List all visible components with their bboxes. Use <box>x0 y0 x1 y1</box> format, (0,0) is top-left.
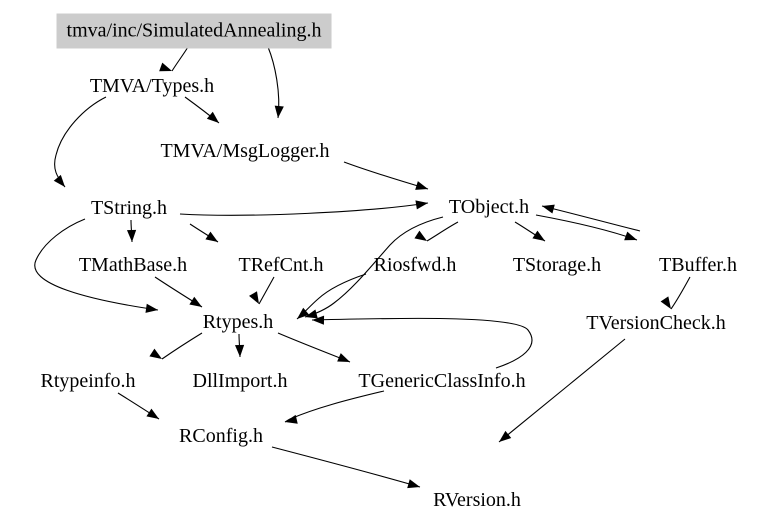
arrow-head <box>159 62 172 72</box>
node-tgenericclassinfo[interactable]: TGenericClassInfo.h <box>358 370 526 392</box>
edge-rtypes-to-rtypeinfo <box>149 332 203 360</box>
arrow-head <box>234 344 245 357</box>
arrow-head <box>660 296 671 309</box>
arrow-head <box>414 230 427 241</box>
arrow-head <box>146 408 159 419</box>
arrow-head <box>415 200 428 210</box>
edge-simulatedannealing-to-types <box>159 46 189 72</box>
node-rversion[interactable]: RVersion.h <box>433 489 521 511</box>
node-simulatedannealing[interactable]: tmva/inc/SimulatedAnnealing.h <box>56 13 332 49</box>
node-rconfig[interactable]: RConfig.h <box>179 425 263 447</box>
node-tbuffer[interactable]: TBuffer.h <box>659 254 737 276</box>
arrow-head <box>126 229 137 242</box>
arrow-head <box>285 414 298 424</box>
node-tversioncheck[interactable]: TVersionCheck.h <box>586 312 726 334</box>
arrow-head <box>206 111 219 123</box>
edge-rtypeinfo-to-rconfig <box>117 392 160 420</box>
edge-tobject-to-riosfwd <box>414 221 459 242</box>
edge-rtypes-to-tgenericclassinfo <box>277 332 351 363</box>
arrow-head <box>249 291 259 304</box>
edge-tobject-to-tstorage <box>514 221 546 242</box>
arrow-head <box>205 231 218 242</box>
edge-tmathbase-to-rtypes <box>154 276 203 308</box>
edge-tbuffer-to-tobject <box>541 204 641 232</box>
edge-tstring-to-trefcnt <box>189 223 219 243</box>
arrow-head <box>542 204 555 214</box>
arrow-head <box>189 296 202 307</box>
arrow-head <box>532 230 545 241</box>
node-riosfwd[interactable]: Riosfwd.h <box>373 254 457 276</box>
arrow-head <box>312 315 325 325</box>
edge-types-to-msglogger <box>184 96 220 124</box>
node-rtypes[interactable]: Rtypes.h <box>202 311 274 333</box>
node-msglogger[interactable]: TMVA/MsgLogger.h <box>160 140 330 162</box>
arrow-head <box>407 479 420 489</box>
edge-tbuffer-to-tversioncheck <box>660 276 691 310</box>
edge-rconfig-to-rversion <box>271 446 421 489</box>
edge-tversioncheck-to-rversion <box>498 338 626 443</box>
edge-riosfwd-to-rtypes <box>296 273 367 320</box>
edge-trefcnt-to-rtypes <box>249 276 275 305</box>
node-types[interactable]: TMVA/Types.h <box>89 75 215 97</box>
arrow-head <box>624 231 637 241</box>
node-dllimport[interactable]: DllImport.h <box>192 370 288 392</box>
arrow-head <box>149 348 162 359</box>
edge-tgenericclassinfo-to-rconfig <box>284 390 385 424</box>
edge-tobject-to-tbuffer <box>535 214 638 241</box>
arrow-head <box>415 181 428 190</box>
edge-simulatedannealing-to-msglogger <box>267 46 284 119</box>
edge-rtypes-to-dllimport <box>234 333 245 358</box>
arrow-head <box>53 174 65 187</box>
edge-msglogger-to-tobject <box>343 161 429 190</box>
arrow-head <box>274 105 284 118</box>
arrow-head <box>499 430 512 442</box>
node-tstring[interactable]: TString.h <box>90 197 168 219</box>
node-tmathbase[interactable]: TMathBase.h <box>78 254 188 276</box>
edge-types-to-tstring <box>53 96 107 188</box>
edge-tstring-to-rtypes <box>34 218 159 313</box>
edge-tstring-to-tmathbase <box>126 219 137 243</box>
node-tobject[interactable]: TObject.h <box>448 196 530 218</box>
arrow-head <box>337 353 350 362</box>
node-tstorage[interactable]: TStorage.h <box>512 254 602 276</box>
node-rtypeinfo[interactable]: Rtypeinfo.h <box>40 370 136 392</box>
arrow-head <box>145 303 158 313</box>
node-trefcnt[interactable]: TRefCnt.h <box>238 254 324 276</box>
arrow-head <box>305 309 318 319</box>
edge-tstring-to-tobject <box>179 200 429 216</box>
arrow-head <box>297 307 310 319</box>
edge-tgenericclassinfo-to-rtypes <box>311 315 533 369</box>
